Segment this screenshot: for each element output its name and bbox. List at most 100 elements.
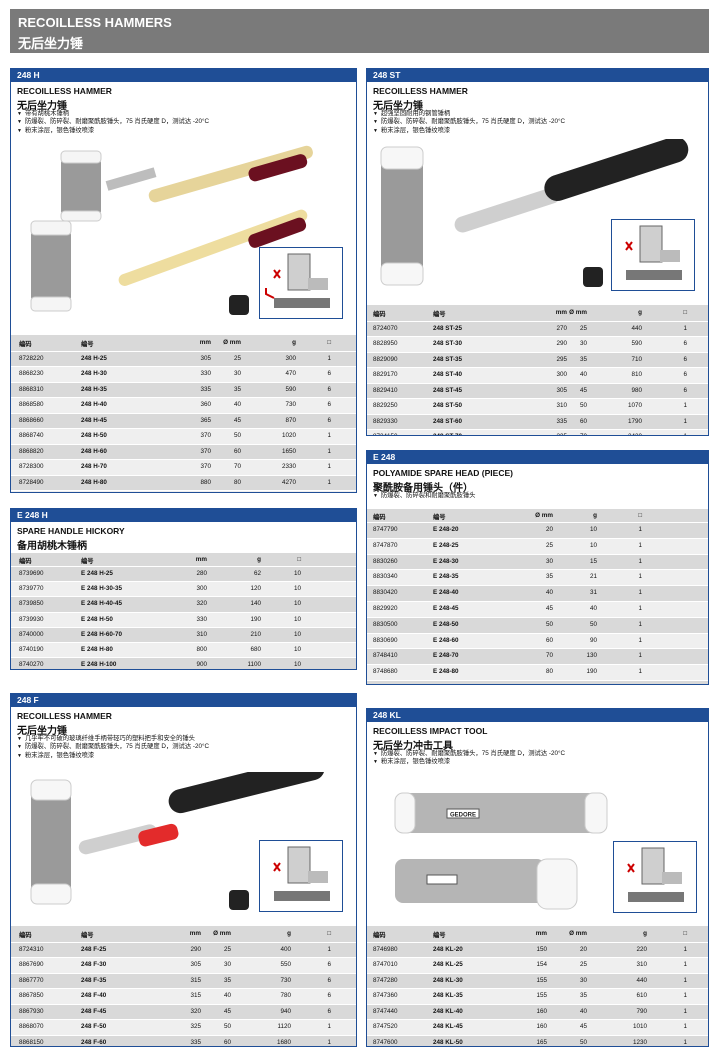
table-cell: 40 bbox=[589, 604, 597, 612]
table-cell: 1 bbox=[327, 1038, 331, 1046]
table-cell: 1010 bbox=[632, 1023, 647, 1030]
table-cell: 50 bbox=[545, 620, 553, 628]
table-cell: 1 bbox=[622, 684, 642, 685]
table-cell: 248 ST-50 bbox=[433, 402, 463, 409]
table-cell: 130 bbox=[586, 652, 597, 660]
table-cell: 8868150 bbox=[19, 1038, 44, 1046]
table-cell: 100 bbox=[517, 684, 553, 685]
card-tag: E 248 bbox=[367, 451, 708, 464]
col-pack: □ bbox=[638, 512, 642, 519]
table-cell: 248 F-35 bbox=[81, 976, 107, 984]
table-cell: 50 bbox=[223, 1023, 231, 1030]
table-cell: 8746980 bbox=[373, 945, 398, 953]
table-cell: 440 bbox=[636, 976, 647, 984]
table-cell: 155 bbox=[536, 976, 547, 984]
table-cell: 154 bbox=[536, 961, 547, 968]
table-cell: 8728490 bbox=[19, 478, 44, 486]
table-cell: 290 bbox=[190, 945, 201, 953]
table-cell: 45 bbox=[545, 604, 553, 612]
table-cell: E 248-45 bbox=[433, 604, 459, 612]
table-cell: 31 bbox=[589, 589, 597, 597]
card-248kl: 248 KL RECOILLESS IMPACT TOOL 无后坐力冲击工具 防… bbox=[366, 708, 709, 1047]
table-cell: 360 bbox=[200, 401, 211, 408]
feature-inset bbox=[259, 247, 343, 319]
table-cell: 70 bbox=[233, 463, 241, 470]
table-cell: 1 bbox=[683, 976, 687, 984]
feature-item: 防爆裂、防碎裂、耐磨聚酰胺锤头，75 肖氏硬度 D，测试达 -20°C bbox=[17, 118, 209, 126]
table-cell: 6 bbox=[327, 961, 331, 968]
table-cell: E 248 H-50 bbox=[81, 615, 113, 623]
table-cell: 8740000 bbox=[19, 630, 44, 638]
table-cell: 590 bbox=[285, 385, 296, 393]
table-cell: E 248-70 bbox=[433, 652, 459, 660]
col-item: 编号 bbox=[81, 932, 94, 939]
table-cell: 30 bbox=[233, 370, 241, 377]
table-cell: 35 bbox=[579, 355, 587, 363]
table-cell: 248 KL-40 bbox=[433, 1007, 463, 1015]
table-cell: 25 bbox=[233, 354, 241, 362]
table-cell: 62 bbox=[253, 570, 261, 577]
table-cell: 1 bbox=[638, 526, 642, 533]
table-cell: 8830420 bbox=[373, 589, 398, 597]
table-cell: 305 bbox=[190, 961, 201, 968]
table-cell: 330 bbox=[196, 615, 207, 623]
col-item: 编号 bbox=[81, 341, 94, 348]
table-cell: 335 bbox=[200, 385, 211, 393]
table-cell: 305 bbox=[556, 386, 567, 394]
table-cell: 370 bbox=[200, 463, 211, 470]
table-cell: 60 bbox=[545, 636, 553, 644]
hammer-illustration bbox=[30, 145, 313, 312]
table-cell: 1 bbox=[683, 961, 687, 968]
col-len: mm bbox=[199, 339, 211, 346]
table-cell: 21 bbox=[589, 573, 597, 581]
table-cell: 10 bbox=[293, 585, 301, 593]
table-cell: 248 H-35 bbox=[81, 385, 107, 393]
table-cell: 1 bbox=[683, 402, 687, 409]
table-cell: 1 bbox=[638, 620, 642, 628]
table-cell: 1 bbox=[638, 668, 642, 676]
table-cell: 190 bbox=[250, 615, 261, 623]
table-cell: 248 ST-45 bbox=[433, 386, 463, 394]
table-cell: 1 bbox=[683, 324, 687, 332]
table-cell: 40 bbox=[223, 992, 231, 999]
table-header: 编码 编号 mm g □ bbox=[11, 553, 356, 567]
feature-inset bbox=[259, 840, 343, 912]
feature-badge-icon bbox=[583, 267, 603, 287]
col-code: 编码 bbox=[19, 932, 32, 939]
table-cell: 20 bbox=[579, 945, 587, 953]
feature-item: 防爆裂、防碎裂、耐磨聚酰胺锤头，75 肖氏硬度 D，测试达 -20°C bbox=[17, 743, 209, 751]
table-cell: 800 bbox=[196, 645, 207, 653]
table-cell: 440 bbox=[631, 324, 642, 332]
table-cell: E 248-30 bbox=[433, 557, 459, 565]
table-cell: 1 bbox=[327, 478, 331, 486]
card-title-en: SPARE HANDLE HICKORY bbox=[17, 526, 125, 536]
table-cell: 248 ST-30 bbox=[433, 340, 463, 347]
table-cell: 710 bbox=[631, 355, 642, 363]
table-cell: 8829250 bbox=[373, 402, 398, 409]
table-cell: 10 bbox=[293, 661, 301, 669]
card-title-en: POLYAMIDE SPARE HEAD (PIECE) bbox=[373, 468, 513, 478]
table-cell: 680 bbox=[250, 645, 261, 653]
col-dia: Ø mm bbox=[569, 930, 587, 937]
table-cell: 310 bbox=[196, 630, 207, 638]
col-len: mm bbox=[535, 930, 547, 937]
